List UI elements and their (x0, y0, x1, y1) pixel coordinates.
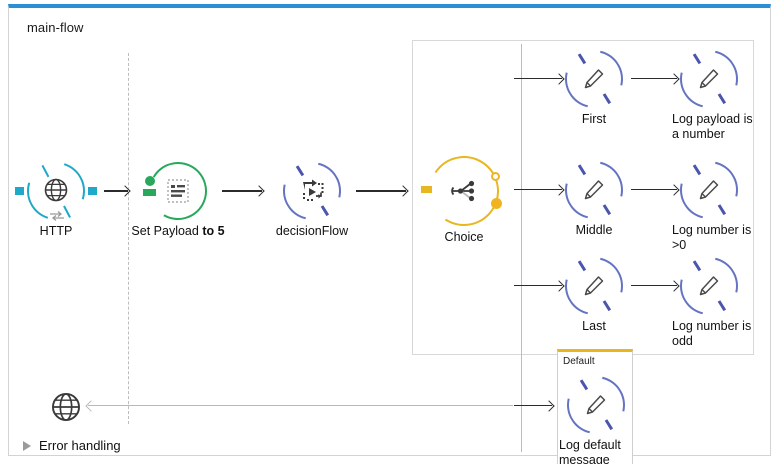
node-branch-2-target[interactable]: Log number is >0 (669, 150, 751, 252)
arrow-branch-2 (514, 189, 562, 190)
set-payload-dot (145, 176, 155, 186)
node-branch-3-target[interactable]: Log number is odd (669, 246, 751, 348)
choice-connector-dot-filled (491, 198, 502, 209)
node-set-payload[interactable]: Set Payload to 5 (131, 155, 225, 238)
node-set-payload-label: Set Payload to 5 (131, 224, 224, 239)
logger-pencil-icon (584, 69, 604, 89)
logger-pencil-icon (699, 276, 719, 296)
set-payload-label-main: Set Payload (131, 224, 199, 238)
node-branch-3-label: Last (582, 319, 606, 333)
arrow-http-to-setpayload (104, 190, 128, 192)
source-process-divider (128, 53, 129, 424)
choice-connector-dot-open (491, 172, 500, 181)
logger-pencil-icon (584, 276, 604, 296)
node-branch-2-label: Middle (575, 223, 613, 237)
error-handling-label: Error handling (39, 438, 121, 453)
exchange-arrows-icon (50, 211, 64, 221)
error-handling-section[interactable]: Error handling (23, 438, 121, 453)
node-branch-1-label: First (581, 112, 607, 126)
logger-pencil-icon (699, 69, 719, 89)
node-branch-1-target[interactable]: Log payload is a number (669, 39, 753, 141)
set-payload-icon (167, 179, 189, 203)
http-connector-left (15, 187, 24, 195)
arrow-branch-1-to-target (631, 78, 677, 79)
http-connector-right (88, 187, 97, 195)
node-choice-label: Choice (444, 230, 484, 244)
logger-pencil-icon (584, 180, 604, 200)
logger-pencil-icon (586, 395, 606, 415)
node-branch-2-target-label: Log number is >0 (672, 223, 752, 252)
logger-pencil-icon (699, 180, 719, 200)
node-branch-1-source[interactable]: First (554, 39, 634, 126)
set-payload-bar (143, 189, 156, 196)
node-decision-flow[interactable]: decisionFlow (272, 151, 352, 238)
arrow-branch-3-to-target (631, 285, 677, 286)
arrow-default-branch (514, 405, 552, 406)
main-flow-frame[interactable]: main-flow HTTP (8, 4, 771, 464)
node-default-logger[interactable]: Log default message (556, 365, 636, 464)
node-response[interactable] (49, 390, 83, 429)
flow-reference-icon (303, 179, 324, 201)
node-choice[interactable]: Choice (421, 149, 506, 244)
triangle-right-icon[interactable] (23, 440, 31, 451)
choice-connector-left (421, 186, 432, 193)
node-branch-3-target-label: Log number is odd (672, 319, 752, 348)
node-branch-2-source[interactable]: Middle (554, 150, 634, 237)
globe-icon (44, 178, 68, 202)
arrow-setpayload-to-decisionflow (222, 190, 262, 192)
arrow-return-to-response (88, 405, 513, 406)
arrow-branch-1 (514, 78, 562, 79)
choice-branch-icon (451, 180, 475, 202)
node-http-label: HTTP (39, 224, 73, 238)
arrow-decisionflow-to-choice (356, 190, 406, 192)
node-http[interactable]: HTTP (15, 151, 97, 238)
node-branch-1-target-label: Log payload is a number (672, 112, 753, 141)
default-scope-container[interactable]: Default Log default message (556, 349, 636, 464)
choice-branch-spine (521, 44, 522, 452)
arrow-branch-3 (514, 285, 562, 286)
arrow-branch-2-to-target (631, 189, 677, 190)
flow-title: main-flow (27, 20, 84, 35)
set-payload-label-value: to 5 (202, 224, 225, 238)
node-decision-flow-label: decisionFlow (275, 224, 349, 238)
node-default-logger-label: Log default message (559, 438, 621, 464)
node-branch-3-source[interactable]: Last (554, 246, 634, 333)
globe-icon (52, 393, 80, 421)
default-scope-title: Default (563, 356, 595, 367)
